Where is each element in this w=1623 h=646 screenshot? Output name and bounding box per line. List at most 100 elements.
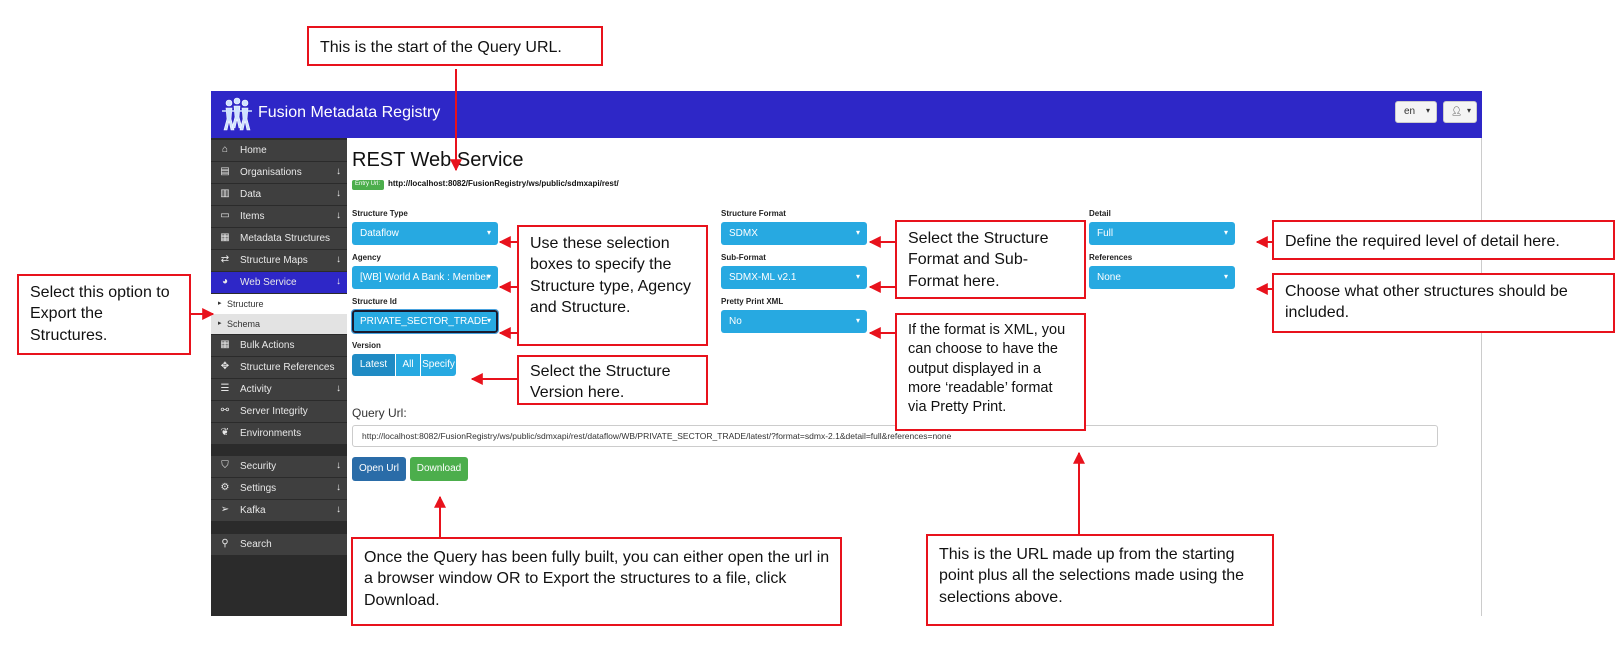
language-value: en [1404,106,1416,117]
structure-id-select[interactable]: PRIVATE_SECTOR_TRADE▾ [351,309,499,334]
leaf-icon: ❦ [220,427,230,438]
sidebar-item-metadata-structures[interactable]: ▦ Metadata Structures [211,228,347,250]
sub-format-select[interactable]: SDMX-ML v2.1▾ [721,266,867,289]
references-select[interactable]: None▾ [1089,266,1235,289]
sidebar-item-label: Web Service [240,277,297,288]
caret-down-icon: ▾ [1466,106,1471,115]
building-icon: ▤ [220,166,230,177]
callout-url-result: This is the URL made up from the startin… [926,534,1274,626]
callout-format: Select the Structure Format and Sub-Form… [895,220,1086,299]
sidebar-item-label: Settings [240,483,277,494]
detail-value: Full [1097,228,1114,239]
page-title: REST Web Service [352,149,524,171]
arrow-down-icon: ↓ [336,166,341,177]
sidebar-item-label: Structure Maps [240,255,308,266]
caret-down-icon: ▾ [1223,272,1228,281]
agency-select[interactable]: [WB] World A Bank : Member▾ [352,266,498,289]
structure-type-value: Dataflow [360,228,399,239]
sidebar-subitem-schema[interactable]: ▸ Schema [211,314,347,334]
bar-chart-icon: ▥ [220,188,230,199]
sidebar-item-home[interactable]: ⌂Home [211,140,347,162]
query-url-label: Query Url: [352,406,407,420]
sidebar-item-label: Kafka [240,505,266,516]
caret-down-icon: ▾ [855,316,860,325]
detail-select[interactable]: Full ▾ [1089,222,1235,245]
sidebar-item-structure-maps[interactable]: ⇄ Structure Maps ↓ [211,250,347,272]
exchange-icon: ⇄ [220,254,230,265]
sidebar-item-items[interactable]: ▭ Items ↓ [211,206,347,228]
sub-format-label: Sub-Format [721,253,766,262]
user-menu-button[interactable]: 👤︎▾ [1443,101,1477,123]
sidebar-item-data[interactable]: ▥Data↓ [211,184,347,206]
structure-format-label: Structure Format [721,209,786,218]
sidebar-item-label: Items [240,211,265,222]
structure-format-value: SDMX [729,228,758,239]
caret-down-icon: ▾ [1223,228,1228,237]
structure-type-select[interactable]: Dataflow ▾ [352,222,498,245]
sidebar-item-environments[interactable]: ❦ Environments [211,423,347,445]
sub-format-value: SDMX-ML v2.1 [729,272,797,283]
sidebar-subitem-structure[interactable]: ▸Structure [211,294,347,314]
sidebar-item-security[interactable]: ⛉Security↓ [211,456,347,478]
open-url-button[interactable]: Open Url [352,457,406,481]
callout-references: Choose what other structures should be i… [1272,273,1615,333]
list-box-icon: ▭ [220,210,230,221]
version-label: Version [352,341,381,350]
arrow-down-icon: ↓ [336,276,341,287]
callout-pretty-print: If the format is XML, you can choose to … [895,313,1086,431]
pretty-print-select[interactable]: No▾ [721,310,867,333]
sidebar-item-label: Metadata Structures [240,233,331,244]
callout-download: Once the Query has been fully built, you… [351,537,842,626]
version-latest-button[interactable]: Latest [352,354,395,376]
caret-down-icon: ▾ [855,228,860,237]
sidebar-item-settings[interactable]: ⚙ Settings ↓ [211,478,347,500]
sidebar-item-activity[interactable]: ☰ Activity ↓ [211,379,347,401]
paper-plane-icon: ➢ [220,504,230,515]
sidebar-item-web-service[interactable]: ◕ Web Service ↓ [211,272,347,294]
sidebar-item-bulk-actions[interactable]: ▦Bulk Actions [211,335,347,357]
caret-down-icon: ▾ [486,272,491,281]
sidebar-item-label: Structure References [240,362,335,373]
arrow-down-icon: ↓ [336,383,341,394]
structure-format-select[interactable]: SDMX ▾ [721,222,867,245]
app-window: Fusion Metadata Registry en▾ 👤︎▾ ⌂Home ▤… [211,91,1482,616]
grid-icon: ▦ [220,232,230,243]
gears-icon: ⚙ [220,482,230,493]
pretty-print-label: Pretty Print XML [721,297,784,306]
language-dropdown[interactable]: en▾ [1395,101,1437,123]
sidebar-item-label: Activity [240,384,272,395]
entry-url: http://localhost:8082/FusionRegistry/ws/… [388,179,619,188]
detail-label: Detail [1089,209,1111,218]
arrow-down-icon: ↓ [336,482,341,493]
version-specify-button[interactable]: Specify [421,354,456,376]
list-icon: ☰ [220,383,230,394]
sidebar-item-organisations[interactable]: ▤ Organisations ↓ [211,162,347,184]
sidebar-item-structure-references[interactable]: ✥Structure References [211,357,347,379]
search-icon: ⚲ [221,538,229,549]
app-title: Fusion Metadata Registry [258,104,441,121]
triangle-right-icon: ▸ [218,300,222,307]
shield-icon: ⛉ [221,460,229,471]
arrow-down-icon: ↓ [336,460,341,471]
version-all-button[interactable]: All [396,354,420,376]
arrow-down-icon: ↓ [336,254,341,265]
sidebar-item-kafka[interactable]: ➢Kafka↓ [211,500,347,522]
sidebar-item-label: Environments [240,428,302,439]
top-bar: Fusion Metadata Registry en▾ 👤︎▾ [211,91,1482,138]
callout-selection-boxes: Use these selection boxes to specify the… [517,225,708,346]
sidebar-item-server-integrity[interactable]: ⚯Server Integrity [211,401,347,423]
triangle-right-icon: ▸ [218,320,222,327]
sidebar-item-label: Search [240,539,272,550]
download-button[interactable]: Download [410,457,468,481]
structure-type-label: Structure Type [352,209,408,218]
arrow-down-icon: ↓ [336,210,341,221]
structure-id-label: Structure Id [352,297,397,306]
sidebar-subitem-label: Schema [227,319,261,329]
caret-down-icon: ▾ [486,228,491,237]
globe-icon: ◕ [221,276,229,287]
sidebar-item-label: Home [240,145,267,156]
sidebar-item-label: Organisations [240,167,302,178]
sidebar-item-label: Bulk Actions [240,340,295,351]
sidebar-item-search[interactable]: ⚲ Search [211,534,347,556]
